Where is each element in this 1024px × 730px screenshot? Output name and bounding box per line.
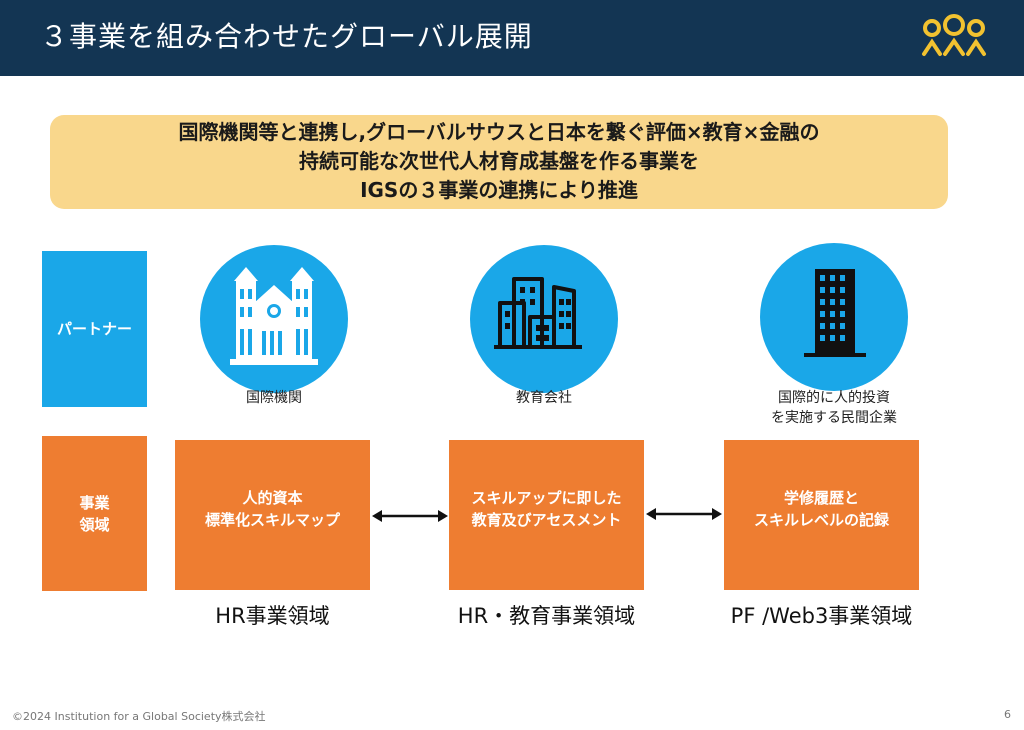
double-arrow-icon (372, 510, 448, 522)
business-row-label-line-1: 事業 (79, 493, 110, 512)
cathedral-icon (230, 267, 318, 365)
banner-line-2: 持続可能な次世代人材育成基盤を作る事業を (299, 149, 699, 173)
business-box-web3: 学修履歴と スキルレベルの記録 (724, 440, 919, 590)
mission-banner: 国際機関等と連携し,グローバルサウスと日本を繋ぐ評価×教育×金融の 持続可能な次… (50, 115, 948, 209)
business-box-line-1: 人的資本 (242, 489, 303, 507)
partner-row-label-text: パートナー (56, 320, 132, 338)
page-title: ３事業を組み合わせたグローバル展開 (40, 20, 533, 53)
header-bar: ３事業を組み合わせたグローバル展開 (0, 0, 1024, 76)
partner-label-line-1: 教育会社 (516, 390, 572, 406)
business-box-line-2: スキルレベルの記録 (753, 511, 889, 529)
partner-label-education-company: 教育会社 (470, 388, 618, 408)
page-number: 6 (1004, 708, 1011, 721)
domain-label-hr: HR事業領域 (215, 604, 330, 628)
business-row-label: 事業 領域 (42, 436, 147, 591)
partner-circle-private-company (760, 243, 908, 391)
business-box-line-2: 教育及びアセスメント (471, 511, 622, 529)
business-box-line-1: 学修履歴と (783, 489, 859, 507)
business-box-line-2: 標準化スキルマップ (204, 511, 340, 529)
partner-label-line-1: 国際的に人的投資 (778, 390, 890, 406)
partner-label-line-2: を実施する民間企業 (771, 410, 897, 426)
partner-circle-international-org (200, 245, 348, 393)
business-box-education: スキルアップに即した 教育及びアセスメント (449, 440, 644, 590)
people-logo-icon (922, 14, 986, 56)
business-box-hr: 人的資本 標準化スキルマップ (175, 440, 370, 590)
domain-label-web3: PF /Web3事業領域 (730, 604, 913, 628)
double-arrow-icon (646, 508, 722, 520)
partner-label-private-company: 国際的に人的投資 を実施する民間企業 (742, 388, 926, 428)
business-row-label-line-2: 領域 (79, 515, 110, 534)
partner-label-international-org: 国際機関 (200, 388, 348, 408)
banner-line-1: 国際機関等と連携し,グローバルサウスと日本を繋ぐ評価×教育×金融の (178, 120, 820, 144)
office-building-icon (804, 269, 866, 357)
copyright-text: ©2024 Institution for a Global Society株式… (12, 710, 266, 723)
city-buildings-icon (494, 277, 582, 349)
partner-circle-education-company (470, 245, 618, 393)
partner-label-line-1: 国際機関 (246, 390, 302, 406)
business-box-line-1: スキルアップに即した (471, 489, 622, 507)
banner-line-3: IGSの３事業の連携により推進 (360, 178, 638, 202)
domain-label-education: HR・教育事業領域 (457, 604, 636, 628)
partner-row-label: パートナー (42, 251, 147, 407)
